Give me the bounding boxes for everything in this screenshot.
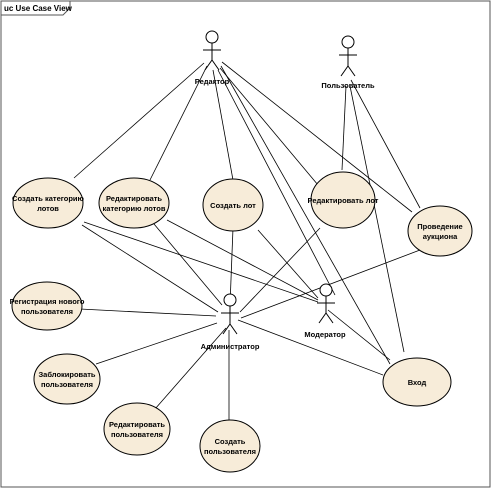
usecase-label: Вход [408,378,427,387]
usecase-ellipse [310,171,376,229]
usecase-label: Заблокировать [38,370,95,379]
usecase-ellipse [98,177,170,229]
usecase-label: пользователя [41,380,93,389]
usecase-label: Регистрация нового [10,297,85,306]
usecase-label: Создать категорию [12,194,84,203]
usecase-label: аукциона [423,232,458,241]
assoc-editor-create-category [73,62,205,179]
frame-title: uc Use Case View [4,4,73,13]
frame-tab [0,0,71,16]
assoc-admin-create-lot [229,227,234,306]
usecase-edit-user[interactable]: Редактировать пользователя [103,402,171,456]
actor-admin[interactable]: Администратор [201,293,260,351]
usecase-create-category[interactable]: Создать категорию лотов [12,177,85,229]
assoc-admin-block-user [95,322,218,365]
actor-label: Пользователь [321,81,375,90]
assoc-editor-edit-lot [219,67,319,186]
assoc-user-edit-lot [341,85,347,171]
assoc-moderator-create-category [83,221,319,303]
usecase-ellipse [199,419,261,473]
usecase-label: пользователя [111,430,163,439]
assoc-admin-edit-lot [239,227,321,313]
actor-label: Редактор [195,77,230,86]
stick-figure-icon [203,30,221,71]
stick-figure-icon [317,283,335,324]
usecase-label: Проведение [417,222,462,231]
assoc-editor-moderator [217,69,336,296]
actor-label: Модератор [304,330,346,339]
assoc-editor-auction [221,61,413,213]
usecase-label: Редактировать [106,194,162,203]
assoc-admin-edit-user [154,327,227,410]
usecase-label: пользователя [21,307,73,316]
actor-user[interactable]: Пользователь [321,35,375,90]
assoc-user-login [349,85,405,353]
assoc-user-auction [350,79,421,209]
actor-moderator[interactable]: Модератор [304,283,346,339]
assoc-moderator-login [327,309,391,361]
usecase-label: Редактировать лот [308,196,379,205]
assoc-admin-create-category [81,224,219,313]
assoc-admin-login [237,319,384,376]
assoc-moderator-create-lot [257,229,319,299]
usecase-ellipse [33,353,101,405]
usecase-auction[interactable]: Проведение аукциона [407,205,473,257]
usecase-label: Создать [215,437,246,446]
associations [73,61,421,422]
usecase-ellipse [12,177,84,229]
usecase-label: Редактировать [109,420,165,429]
assoc-moderator-edit-category [166,219,319,301]
usecase-edit-category[interactable]: Редактировать категорию лотов [98,177,170,229]
usecase-ellipse [11,281,83,331]
stick-figure-icon [339,35,357,77]
usecase-label: пользователя [204,447,256,456]
assoc-editor-login [220,65,391,365]
usecase-ellipse [202,178,264,232]
stick-figure-icon [221,293,239,335]
usecase-block-user[interactable]: Заблокировать пользователя [33,353,101,405]
usecase-ellipse [382,357,452,407]
usecase-label: категорию лотов [103,204,166,213]
usecase-label: лотов [37,204,59,213]
assoc-admin-edit-category [153,223,223,306]
usecase-create-lot[interactable]: Создать лот [202,178,264,232]
usecase-ellipse [103,402,171,456]
assoc-editor-edit-category [149,65,208,181]
assoc-admin-register-user [79,308,217,317]
usecase-register-user[interactable]: Регистрация нового пользователя [10,281,85,331]
usecase-label: Создать лот [210,201,256,210]
usecase-create-user[interactable]: Создать пользователя [199,419,261,473]
usecase-login[interactable]: Вход [382,357,452,407]
actor-label: Администратор [201,342,260,351]
usecase-ellipse [407,205,473,257]
assoc-editor-create-lot [212,69,234,181]
actor-editor[interactable]: Редактор [195,30,230,86]
usecase-edit-lot[interactable]: Редактировать лот [308,171,379,229]
assoc-admin-auction [240,249,421,319]
